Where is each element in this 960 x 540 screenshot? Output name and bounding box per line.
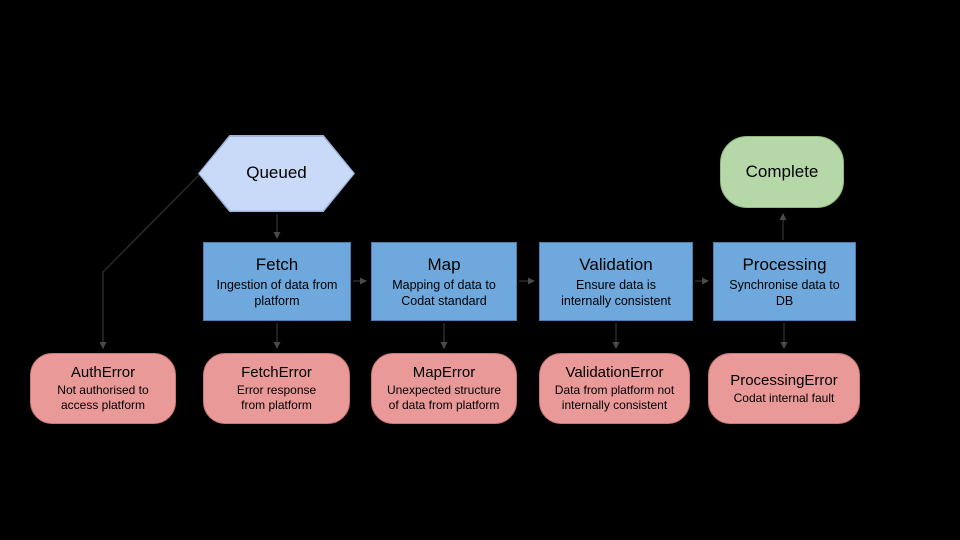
stage-validation: Validation Ensure data is internally con… — [539, 242, 693, 321]
error-description: Error response from platform — [236, 382, 317, 413]
arrow-queued-to-autherror — [99, 174, 200, 349]
error-description: Not authorised to access platform — [57, 382, 149, 413]
state-complete-label: Complete — [745, 161, 819, 181]
error-description: Codat internal fault — [733, 390, 835, 405]
state-queued: Queued — [198, 135, 355, 212]
stage-title: Fetch — [255, 255, 299, 275]
stage-title: Map — [427, 255, 461, 275]
error-title: MapError — [412, 364, 476, 382]
error-fetcherror: FetchError Error response from platform — [203, 353, 350, 424]
stage-description: Ensure data is internally consistent — [561, 277, 671, 308]
error-validationerror: ValidationError Data from platform not i… — [539, 353, 690, 424]
error-title: ValidationError — [565, 364, 664, 382]
state-queued-label: Queued — [246, 163, 307, 183]
error-title: ProcessingError — [730, 372, 838, 390]
stage-description: Ingestion of data from platform — [216, 277, 338, 308]
error-description: Data from platform not internally consis… — [554, 382, 675, 413]
stage-processing: Processing Synchronise data to DB — [713, 242, 856, 321]
error-title: FetchError — [241, 364, 312, 382]
stage-title: Processing — [742, 255, 827, 275]
error-processingerror: ProcessingError Codat internal fault — [708, 353, 860, 424]
error-autherror: AuthError Not authorised to access platf… — [30, 353, 176, 424]
stage-title: Validation — [579, 255, 653, 275]
stage-map: Map Mapping of data to Codat standard — [371, 242, 517, 321]
state-complete: Complete — [720, 136, 844, 208]
stage-description: Synchronise data to DB — [729, 277, 840, 308]
stage-fetch: Fetch Ingestion of data from platform — [203, 242, 351, 321]
error-maperror: MapError Unexpected structure of data fr… — [371, 353, 517, 424]
stage-description: Mapping of data to Codat standard — [392, 277, 496, 308]
error-description: Unexpected structure of data from platfo… — [386, 382, 502, 413]
error-title: AuthError — [70, 364, 136, 382]
